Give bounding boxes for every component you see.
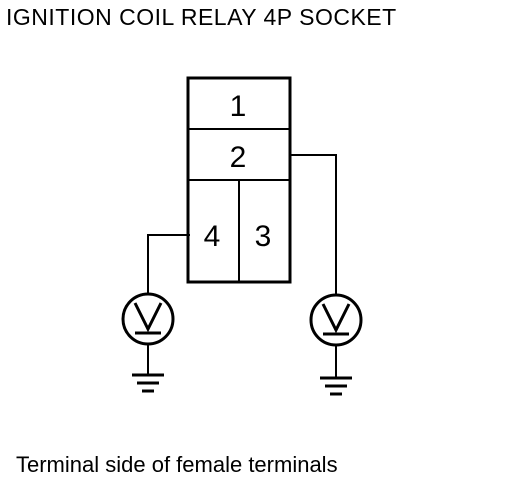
relay-socket-connector: 1 2 4 3 <box>186 76 292 284</box>
voltmeter-icon <box>309 293 363 347</box>
right-test-probe <box>290 154 363 396</box>
wire-terminal-4 <box>147 234 190 294</box>
diagram-caption: Terminal side of female terminals <box>16 452 338 477</box>
terminal-1-label: 1 <box>230 90 247 123</box>
ground-icon <box>320 376 352 396</box>
terminal-2-label: 2 <box>230 141 247 174</box>
diagram-title: IGNITION COIL RELAY 4P SOCKET <box>6 4 397 30</box>
terminal-3-label: 3 <box>255 220 272 253</box>
ground-icon <box>132 373 164 393</box>
voltmeter-icon <box>121 292 175 346</box>
terminal-4-label: 4 <box>204 220 221 253</box>
left-test-probe <box>121 234 190 393</box>
wire-terminal-2 <box>290 154 337 294</box>
